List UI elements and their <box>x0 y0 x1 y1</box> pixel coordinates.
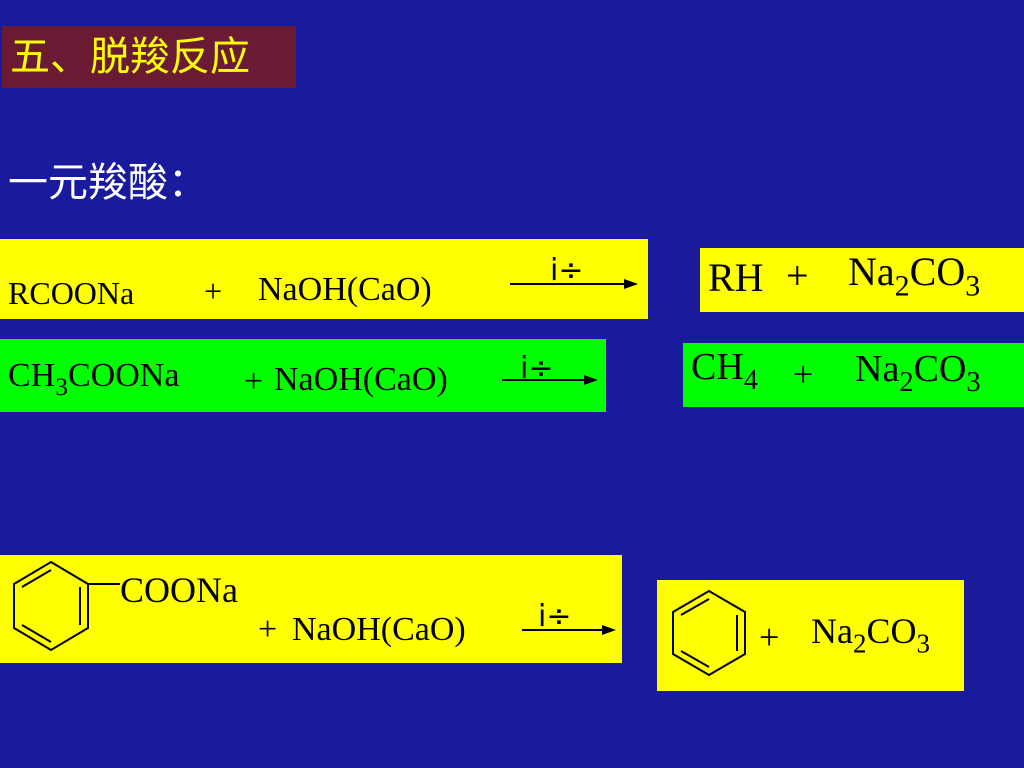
reaction3-arrow-head <box>602 625 616 635</box>
reaction2-plus: + <box>244 363 264 400</box>
subtitle: 一元羧酸： <box>8 160 208 206</box>
reaction3-condition: i÷ <box>538 599 572 634</box>
reaction1-arrow-head <box>624 279 638 289</box>
section-title: 五、脱羧反应 <box>2 26 296 88</box>
reaction1-product-plus: + <box>786 253 809 298</box>
reaction2-arrow-head <box>584 375 598 385</box>
benzene-ring-product <box>672 589 746 677</box>
reaction2-reactant-box: CH3COONa + NaOH(CaO) i÷ <box>0 339 606 412</box>
reaction3-product-box: + Na2CO3 <box>657 580 964 691</box>
reaction3-arrow <box>522 629 604 631</box>
reaction2-product-salt: Na2CO3 <box>855 348 981 398</box>
reaction2-product-plus: + <box>793 354 814 394</box>
reaction1-reactant: RCOONa <box>8 275 135 311</box>
reaction3-reactant-box: COONa + NaOH(CaO) i÷ <box>0 555 622 663</box>
reaction2-reactant: CH3COONa <box>8 357 180 401</box>
reaction1-arrow <box>510 283 626 285</box>
reaction3-plus: + <box>258 611 278 648</box>
benzene-ring-reactant <box>13 560 120 652</box>
reaction2-product: CH4 <box>691 346 759 396</box>
reaction1-plus: + <box>204 273 223 309</box>
reaction3-product-salt: Na2CO3 <box>811 611 930 659</box>
reaction3-reagent: NaOH(CaO) <box>292 611 466 648</box>
reaction1-product-box: RH + Na2CO3 <box>700 248 1024 312</box>
reaction2-product-box: CH4 + Na2CO3 <box>683 343 1024 407</box>
reaction1-reagent: NaOH(CaO) <box>258 271 432 308</box>
reaction1-condition: i÷ <box>550 253 584 288</box>
reaction2-reagent: NaOH(CaO) <box>274 361 448 398</box>
reaction1-product-main: RH <box>708 255 764 300</box>
reaction1-product-salt: Na2CO3 <box>848 249 981 303</box>
reaction2-arrow <box>502 379 586 381</box>
reaction3-reactant-group: COONa <box>120 570 238 610</box>
reaction3-product-plus: + <box>759 617 780 657</box>
reaction1-reactant-box: RCOONa + NaOH(CaO) i÷ <box>0 239 648 319</box>
